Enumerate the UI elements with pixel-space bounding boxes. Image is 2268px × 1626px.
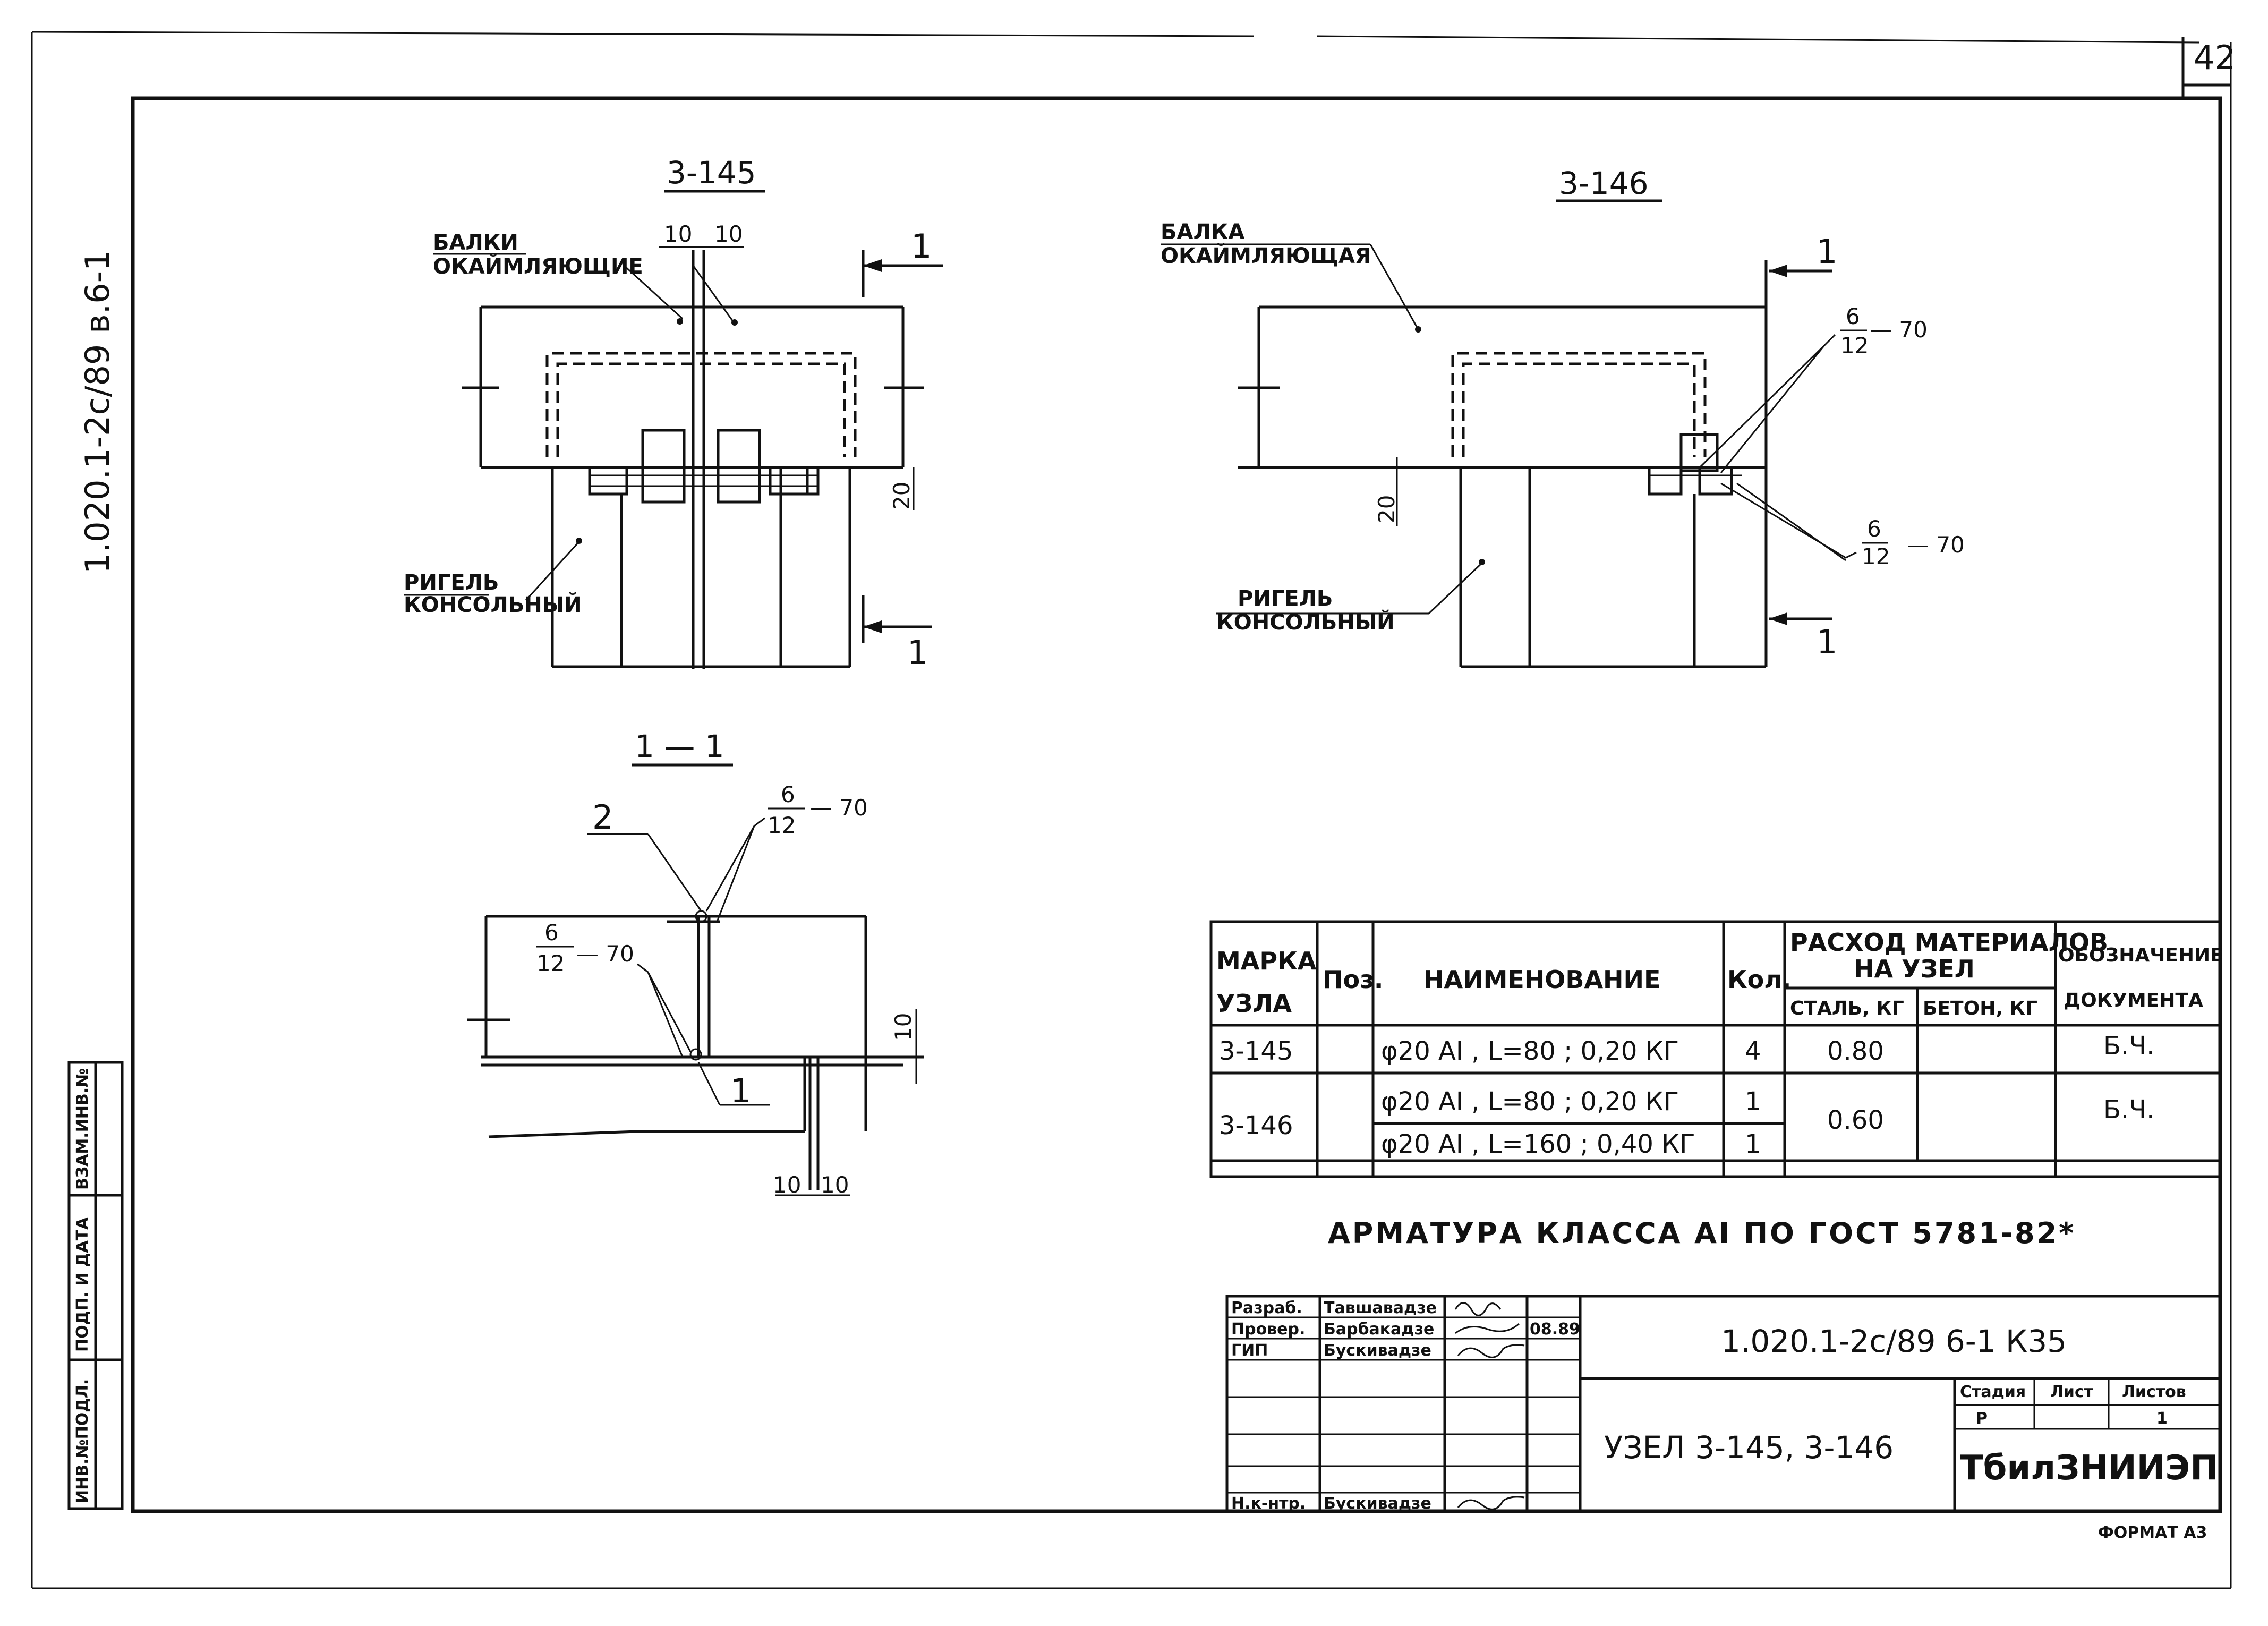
section-1-1-position-1: 1 (730, 1071, 751, 1110)
view-3-145-beam-label-1: БАЛКИ (433, 231, 518, 255)
title-stage-value: Р (1976, 1409, 1988, 1428)
title-row-1-name: Тавшавадзе (1324, 1299, 1437, 1317)
view-3-146-section-mark-bottom: 1 (1817, 623, 1837, 661)
side-col-sign-date: ПОДП. И ДАТА (73, 1217, 92, 1352)
spec-row-1-mark: 3-145 (1219, 1036, 1293, 1066)
view-3-145-dim-left: 10 (664, 221, 692, 247)
title-row-2-date: 08.89 (1530, 1320, 1580, 1339)
view-3-145-dim-gap: 20 (889, 482, 915, 510)
view-3-145-dim-right: 10 (714, 221, 743, 247)
view-3-146-weld-top-den: 12 (1840, 333, 1869, 359)
section-1-1-weld-top-num: 6 (781, 781, 795, 807)
spec-header-consumption-2: НА УЗЕЛ (1854, 955, 1975, 983)
spec-header-qty: Кол. (1727, 965, 1791, 994)
page-number: 42 (2194, 38, 2236, 77)
side-col-inv-no: ИНВ.№ПОДЛ. (73, 1379, 92, 1503)
spec-header-concrete: БЕТОН, КГ (1923, 998, 2037, 1019)
spec-row-1-qty: 4 (1745, 1036, 1761, 1066)
title-row-2-name: Барбакадзе (1324, 1320, 1434, 1339)
view-3-146-girder-label-1: РИГЕЛЬ (1238, 586, 1333, 611)
spec-header-mark-2: УЗЛА (1216, 989, 1292, 1018)
section-1-1-weld-left-den: 12 (536, 950, 565, 976)
title-row-2-role: Провер. (1231, 1320, 1305, 1339)
view-3-146-weld-top-len: — 70 (1870, 317, 1928, 343)
title-norm-control-role: Н.к-нтр. (1231, 1494, 1306, 1513)
section-1-1-dim-bottom-right: 10 (821, 1172, 849, 1198)
title-row-1-role: Разраб. (1231, 1299, 1302, 1317)
section-1-1: 1 — 1 2 1 6 12 — 70 (467, 728, 924, 1198)
view-3-146-title: 3-146 (1559, 165, 1649, 201)
section-1-1-dim-gap: 10 (890, 1013, 916, 1041)
spec-row-2-mark: 3-146 (1219, 1111, 1293, 1140)
section-1-1-weld-top-len: — 70 (810, 795, 868, 821)
view-3-146-weld-bot-num: 6 (1867, 516, 1881, 542)
title-sheet-label: Лист (2050, 1383, 2094, 1401)
title-sheets-label: Листов (2122, 1383, 2186, 1401)
spec-header-pos: Поз. (1323, 965, 1383, 994)
spec-row-1-steel: 0.80 (1827, 1036, 1884, 1066)
title-norm-control-name: Бускивадзе (1324, 1494, 1431, 1513)
spec-header-name: НАИМЕНОВАНИЕ (1423, 965, 1660, 994)
title-drawing-name: УЗЕЛ 3-145, 3-146 (1604, 1429, 1894, 1466)
section-1-1-weld-left-len: — 70 (576, 941, 634, 967)
spec-row-1-name: φ20 АI , L=80 ; 0,20 КГ (1381, 1036, 1679, 1066)
sheet-format: ФОРМАТ А3 (2098, 1523, 2207, 1542)
spec-row-2-doc: Б.Ч. (2103, 1095, 2154, 1125)
spec-row-1-doc: Б.Ч. (2103, 1031, 2154, 1061)
view-3-145-title: 3-145 (667, 155, 756, 191)
view-3-146-beam-label-2: ОКАЙМЛЯЮЩАЯ (1161, 243, 1371, 268)
view-3-145-section-mark-top: 1 (911, 227, 932, 266)
title-row-3-name: Бускивадзе (1324, 1341, 1431, 1360)
section-1-1-dim-bottom-left: 10 (773, 1172, 801, 1198)
spec-table (1209, 920, 2222, 1178)
view-3-146-weld-top-num: 6 (1846, 303, 1860, 329)
side-col-replace-inv: ВЗАМ.ИНВ.№ (73, 1068, 92, 1190)
spec-row-2-name: φ20 АI , L=80 ; 0,20 КГ (1381, 1087, 1679, 1117)
spec-row-2-qty: 1 (1745, 1087, 1761, 1117)
title-organization: ТбилЗНИИЭП (1960, 1449, 2219, 1488)
view-3-146-weld-bot-den: 12 (1862, 543, 1890, 569)
view-3-145-section-mark-bottom: 1 (907, 633, 928, 672)
spec-header-doc-1: ОБОЗНАЧЕНИЕ (2058, 944, 2223, 966)
view-3-146-weld-bot-len: — 70 (1907, 532, 1965, 558)
spec-row-3-qty: 1 (1745, 1129, 1761, 1159)
spec-row-3-name: φ20 АI , L=160 ; 0,40 КГ (1381, 1129, 1695, 1159)
view-3-146-dim-gap: 20 (1374, 495, 1400, 523)
section-1-1-position-2: 2 (592, 798, 613, 837)
spec-header-doc-2: ДОКУМЕНТА (2064, 990, 2203, 1011)
view-3-145-girder-label-2: КОНСОЛЬНЫЙ (404, 592, 582, 617)
side-strip (67, 1061, 124, 1510)
reinforcement-note: АРМАТУРА КЛАССА АI ПО ГОСТ 5781-82* (1328, 1216, 2076, 1250)
section-1-1-weld-left-num: 6 (544, 920, 559, 946)
title-row-3-role: ГИП (1231, 1341, 1268, 1360)
spec-header-mark-1: МАРКА (1216, 947, 1317, 975)
side-document-code: 1.020.1-2с/89 в.6-1 (78, 250, 117, 574)
view-3-145-girder-label-1: РИГЕЛЬ (404, 571, 499, 595)
sheet-frame (31, 31, 2232, 1589)
view-3-145: 3-145 10 10 (404, 155, 943, 672)
spec-header-steel: СТАЛЬ, КГ (1790, 998, 1904, 1019)
title-sheet-value: 1 (2156, 1409, 2168, 1428)
title-block (1225, 1295, 2222, 1513)
view-3-146-section-mark-top: 1 (1817, 232, 1837, 271)
title-doc-code: 1.020.1-2с/89 6-1 К35 (1721, 1323, 2067, 1359)
spec-header-consumption-1: РАСХОД МАТЕРИАЛОВ (1790, 928, 2108, 957)
title-stage-label: Стадия (1960, 1383, 2026, 1401)
section-1-1-title: 1 — 1 (635, 728, 724, 764)
view-3-145-beam-label-2: ОКАЙМЛЯЮЩИЕ (433, 253, 643, 279)
view-3-146: 3-146 1 1 20 6 12 — 70 (1161, 165, 1965, 668)
spec-row-2-steel: 0.60 (1827, 1105, 1884, 1135)
view-3-146-beam-label-1: БАЛКА (1161, 220, 1244, 244)
section-1-1-weld-top-den: 12 (768, 812, 796, 838)
signatures (1454, 1302, 1525, 1510)
